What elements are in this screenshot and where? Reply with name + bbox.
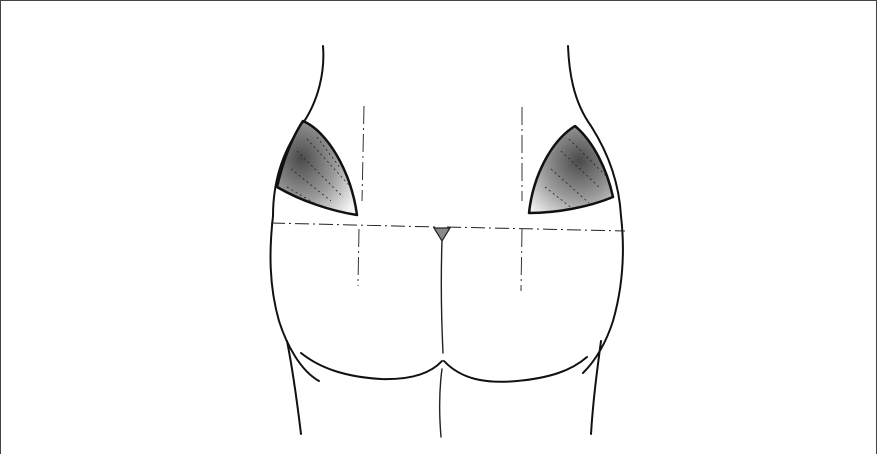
left-gluteal-fold [301,353,442,379]
right-vertical-reference-line [521,107,522,291]
left-hip-shaded-area [277,121,357,215]
right-hip-shaded-area [529,126,613,213]
right-gluteal-fold [444,357,587,382]
midline-triangle-marker [434,228,450,241]
left-vertical-reference-line [358,106,364,286]
inner-thigh-line [440,369,442,437]
left-body-contour [271,46,324,434]
right-body-contour [568,46,623,434]
gluteal-cleft-line [441,241,443,353]
